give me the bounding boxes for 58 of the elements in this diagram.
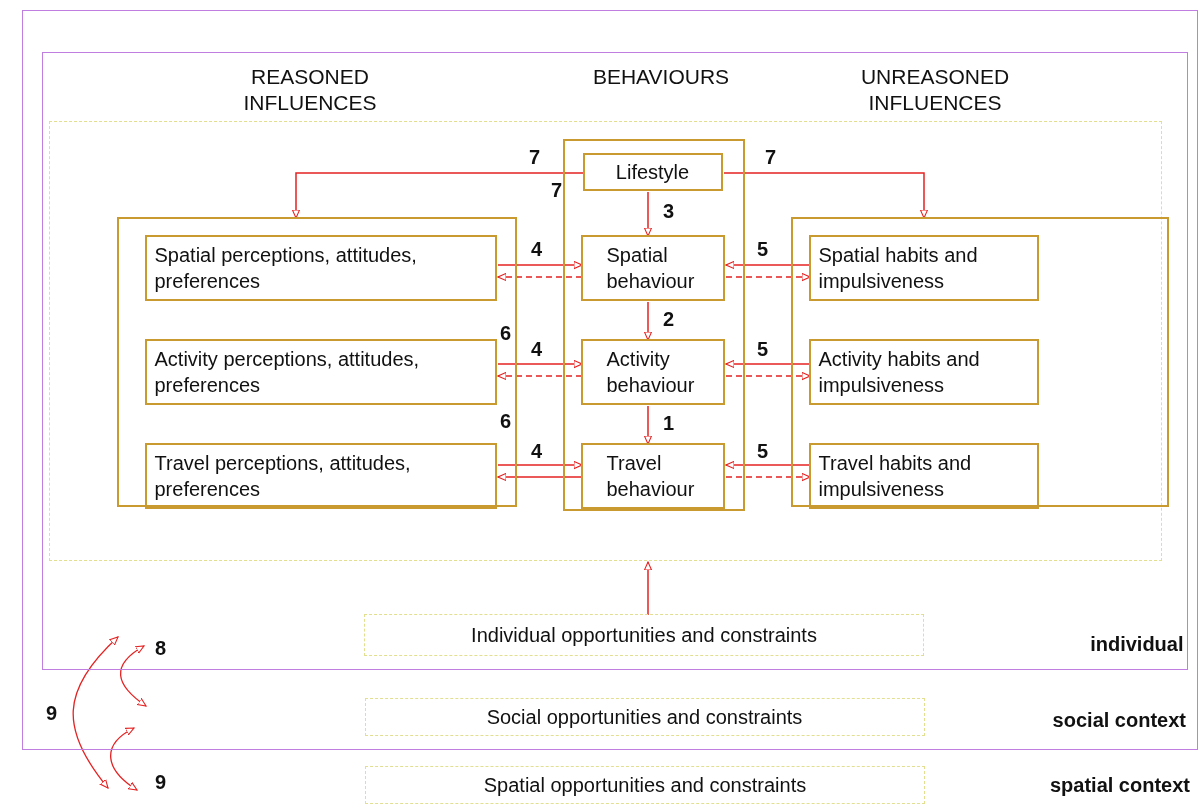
arrow [725, 472, 811, 482]
arrow [497, 359, 583, 369]
arrow [725, 260, 811, 270]
process-box [580, 338, 725, 405]
process-box [144, 234, 497, 301]
callout-number: 9 [46, 701, 59, 726]
box-text: Spatial habits and impulsiveness [818, 242, 979, 294]
arrow [643, 405, 653, 445]
group-box [562, 138, 745, 511]
individual-band [41, 51, 1188, 670]
box-text: Activity behaviour [606, 346, 696, 398]
box-text: Spatial perceptions, attitudes, preferences [154, 242, 418, 294]
process-box [808, 442, 1039, 509]
process-box [144, 442, 497, 509]
process-box [808, 234, 1039, 301]
arrow [497, 272, 583, 282]
process-box [580, 442, 725, 509]
arrow [643, 191, 653, 237]
process-box [582, 152, 723, 191]
constraint-box [365, 766, 925, 804]
box-text: Lifestyle [615, 159, 690, 185]
process-box [808, 338, 1039, 405]
constraint-box [364, 697, 925, 736]
box-text: Social opportunities and constraints [486, 704, 803, 730]
arrow [497, 472, 583, 482]
level-label: spatial context [1048, 773, 1190, 798]
process-box [144, 338, 497, 405]
level-label: social context [1051, 708, 1186, 733]
constraint-box [364, 614, 924, 656]
arrow [497, 260, 583, 270]
callout-number: 9 [155, 770, 168, 795]
box-text: Spatial opportunities and constraints [483, 773, 807, 798]
box-text: Individual opportunities and constraints [471, 623, 817, 648]
box-text: Spatial behaviour [606, 242, 696, 294]
column-heading: REASONED INFLUENCES [242, 64, 378, 116]
column-heading: BEHAVIOURS [591, 64, 731, 90]
arrow [725, 371, 811, 381]
arrow [497, 460, 583, 470]
box-text: Travel perceptions, attitudes, preferences [154, 450, 412, 502]
box-text: Activity habits and impulsiveness [818, 346, 981, 398]
arrow [723, 172, 929, 219]
box-text: Activity perceptions, attitudes, preferences [154, 346, 421, 398]
arrow [497, 371, 583, 381]
context-band [22, 10, 1198, 750]
level-label: individual [1089, 631, 1184, 657]
group-box [790, 216, 1169, 507]
box-text: Travel habits and impulsiveness [818, 450, 973, 502]
callout-number: 8 [155, 636, 168, 661]
group-box [116, 216, 517, 507]
arrow [291, 172, 585, 219]
arrow [643, 561, 653, 616]
arrow [725, 460, 811, 470]
arrow [725, 359, 811, 369]
column-heading: UNREASONED INFLUENCES [859, 64, 1011, 116]
arrow [725, 272, 811, 282]
box-text: Travel behaviour [606, 450, 696, 502]
process-box [580, 234, 725, 301]
arrow [643, 301, 653, 341]
